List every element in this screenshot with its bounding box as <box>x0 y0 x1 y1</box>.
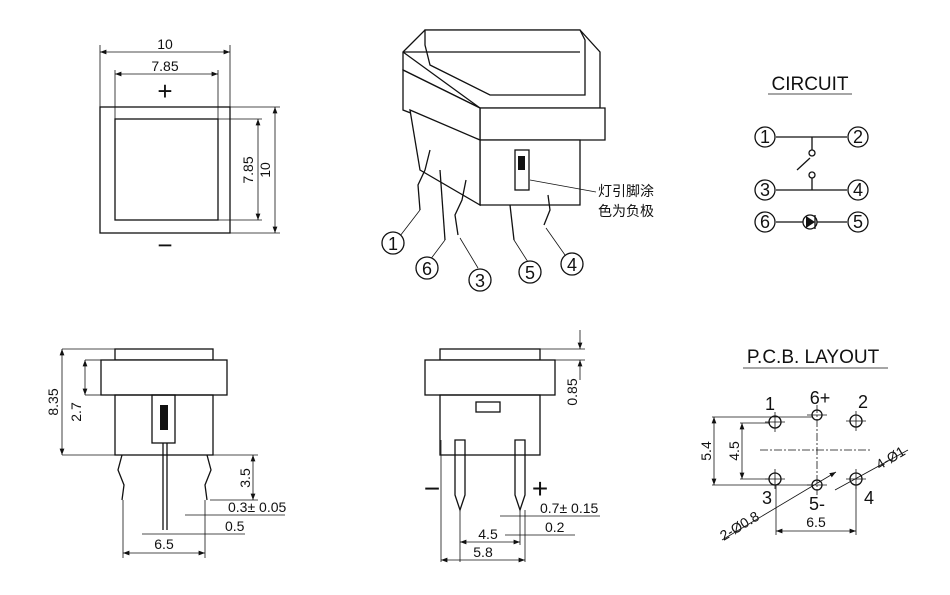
circuit-pin: 5 <box>853 212 863 232</box>
outer-square <box>99 106 231 234</box>
led-note-line2: 色为负极 <box>598 203 654 220</box>
pin-label: 6 <box>422 259 432 279</box>
dim-4-5: 4.5 <box>726 441 742 461</box>
led-note-line1: 灯引脚涂 <box>598 184 654 200</box>
isometric-view: 1 6 3 5 4 灯引脚涂 色为负极 <box>381 29 654 292</box>
pcb-layout: P.C.B. LAYOUT 1 6+ 2 3 5- 4 5.4 4.5 6.5 … <box>698 347 909 544</box>
front-view: 10 7.85 + − 7.85 10 <box>99 36 280 260</box>
circuit-pin: 2 <box>853 127 863 147</box>
dim-width-outer: 10 <box>157 36 173 52</box>
dim-lead-length: 3.5 <box>237 468 253 488</box>
pin-label: 3 <box>475 271 485 291</box>
circuit-pin: 6 <box>760 212 770 232</box>
pcb-pin: 4 <box>864 488 874 508</box>
dim-lead-width: 0.7± 0.15 <box>540 500 598 516</box>
circuit-title: CIRCUIT <box>771 74 848 95</box>
pcb-pin: 3 <box>762 488 772 508</box>
plus-sign: + <box>532 473 548 504</box>
circuit-pin: 4 <box>853 180 863 200</box>
side-view-right: 0.85 − + 0.7± 0.15 0.2 4.5 5.8 <box>424 330 600 563</box>
plus-sign: + <box>157 76 172 106</box>
minus-sign: − <box>157 230 172 260</box>
dim-lead-thickness: 0.3± 0.05 <box>228 499 286 515</box>
dim-6-5: 6.5 <box>806 514 826 530</box>
pcb-pin: 6+ <box>810 388 831 408</box>
dim-lead-thk: 0.2 <box>545 519 565 535</box>
circuit-diagram: CIRCUIT 1 2 3 4 6 5 <box>754 74 869 233</box>
circuit-pin: 1 <box>760 127 770 147</box>
circuit-pin: 3 <box>760 180 770 200</box>
hole-large-callout: 4-Ø1 <box>873 443 908 473</box>
dim-pitch-a: 4.5 <box>478 526 498 542</box>
dim-5-4: 5.4 <box>698 441 714 461</box>
dim-pitch: 6.5 <box>154 536 174 552</box>
pcb-title: P.C.B. LAYOUT <box>747 347 880 368</box>
dim-pitch-b: 5.8 <box>473 544 493 560</box>
inner-square <box>114 118 219 221</box>
pcb-pin: 2 <box>858 392 868 412</box>
dim-width-inner: 7.85 <box>151 58 178 74</box>
dim-height-inner: 7.85 <box>240 156 256 183</box>
pcb-pin: 5- <box>809 494 825 514</box>
side-view-left: 8.35 2.7 3.5 0.3± 0.05 0.5 6.5 <box>45 348 286 558</box>
minus-sign: − <box>424 473 440 504</box>
dim-lead-offset: 0.5 <box>225 518 245 534</box>
dim-height-total: 8.35 <box>45 388 61 415</box>
dim-height-outer: 10 <box>257 162 273 178</box>
pcb-pin: 1 <box>765 394 775 414</box>
dim-cap-top: 0.85 <box>564 378 580 405</box>
hole-small-callout: 2-Ø0.8 <box>717 508 762 544</box>
pin-label: 5 <box>525 263 535 283</box>
pin-label: 4 <box>567 255 577 275</box>
pin-label: 1 <box>388 234 398 254</box>
dim-cap-height: 2.7 <box>68 402 84 422</box>
pin-callouts: 1 6 3 5 4 <box>381 231 584 292</box>
